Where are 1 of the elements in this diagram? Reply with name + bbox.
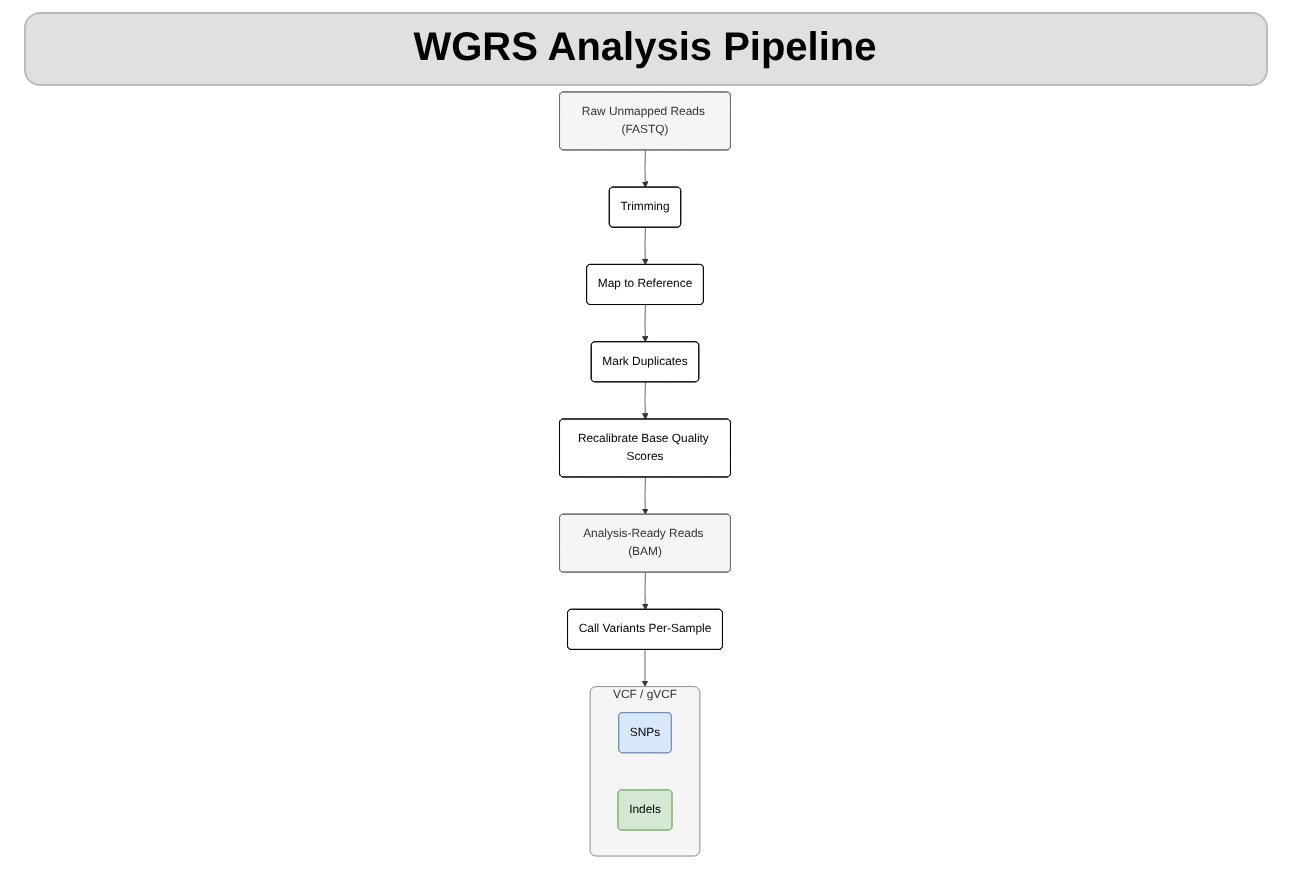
title-banner: WGRS Analysis Pipeline — [23, 12, 1267, 86]
